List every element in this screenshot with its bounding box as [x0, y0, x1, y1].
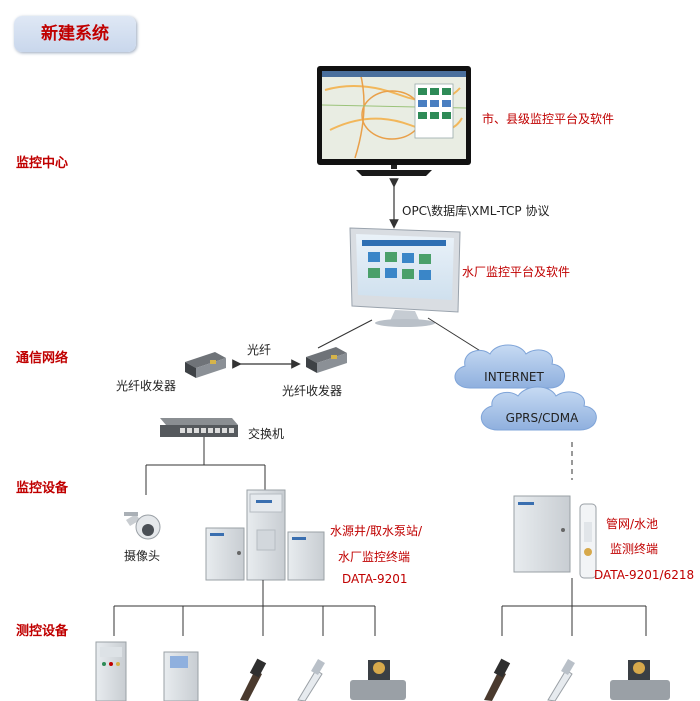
city-platform-label: 市、县级监控平台及软件	[482, 112, 615, 126]
switch-label: 交换机	[248, 427, 285, 441]
control-cabinet-small-icon	[205, 527, 245, 581]
level-sensor-right-icon	[547, 658, 575, 701]
water-terminal-model: DATA-9201	[342, 572, 408, 586]
power-cabinet-icon	[95, 641, 127, 701]
fiber-label: 光纤	[247, 343, 272, 357]
water-terminal-label-1: 水源井/取水泵站/	[330, 524, 423, 538]
gprs-label: GPRS/CDMA	[505, 411, 579, 425]
section-monitor-center: 监控中心	[16, 156, 69, 171]
tv-monitor-icon	[317, 66, 471, 176]
fiber-transceiver-right-icon	[306, 347, 347, 373]
section-monitor-device: 监控设备	[16, 481, 69, 496]
pipe-terminal-label-2: 监测终端	[610, 542, 659, 556]
analyzer-cabinet-icon	[163, 651, 199, 701]
pipe-terminal-label-1: 管网/水池	[606, 517, 659, 531]
cloud-gprs-icon	[481, 386, 597, 431]
monitor-terminal-box-icon	[287, 531, 325, 581]
pipe-monitor-terminal-icon	[579, 503, 597, 579]
transceiver-right-label: 光纤收发器	[282, 384, 343, 398]
pipe-terminal-model: DATA-9201/6218	[594, 568, 695, 582]
fiber-transceiver-left-icon	[185, 352, 226, 378]
camera-label: 摄像头	[124, 549, 161, 563]
camera-icon	[124, 512, 161, 540]
plant-platform-label: 水厂监控平台及软件	[462, 265, 571, 279]
transceiver-left-label: 光纤收发器	[116, 379, 177, 393]
pressure-sensor-icon	[240, 658, 267, 701]
pipe-monitor-cabinet-icon	[513, 495, 571, 573]
control-cabinet-tall-icon	[246, 489, 286, 581]
desktop-monitor-icon	[349, 227, 461, 327]
section-comm-network: 通信网络	[16, 351, 69, 366]
flow-meter-right-icon	[610, 660, 670, 700]
pressure-sensor-right-icon	[484, 658, 511, 701]
cloud-internet-icon	[454, 344, 565, 389]
section-measure-device: 测控设备	[16, 624, 69, 639]
level-sensor-icon	[297, 658, 325, 701]
switch-icon	[160, 418, 238, 437]
flow-meter-icon	[350, 660, 406, 700]
internet-label: INTERNET	[484, 370, 544, 384]
protocol-label: OPC\数据库\XML-TCP 协议	[402, 204, 550, 218]
page-title: 新建系统	[14, 16, 136, 52]
water-terminal-label-2: 水厂监控终端	[338, 550, 411, 564]
